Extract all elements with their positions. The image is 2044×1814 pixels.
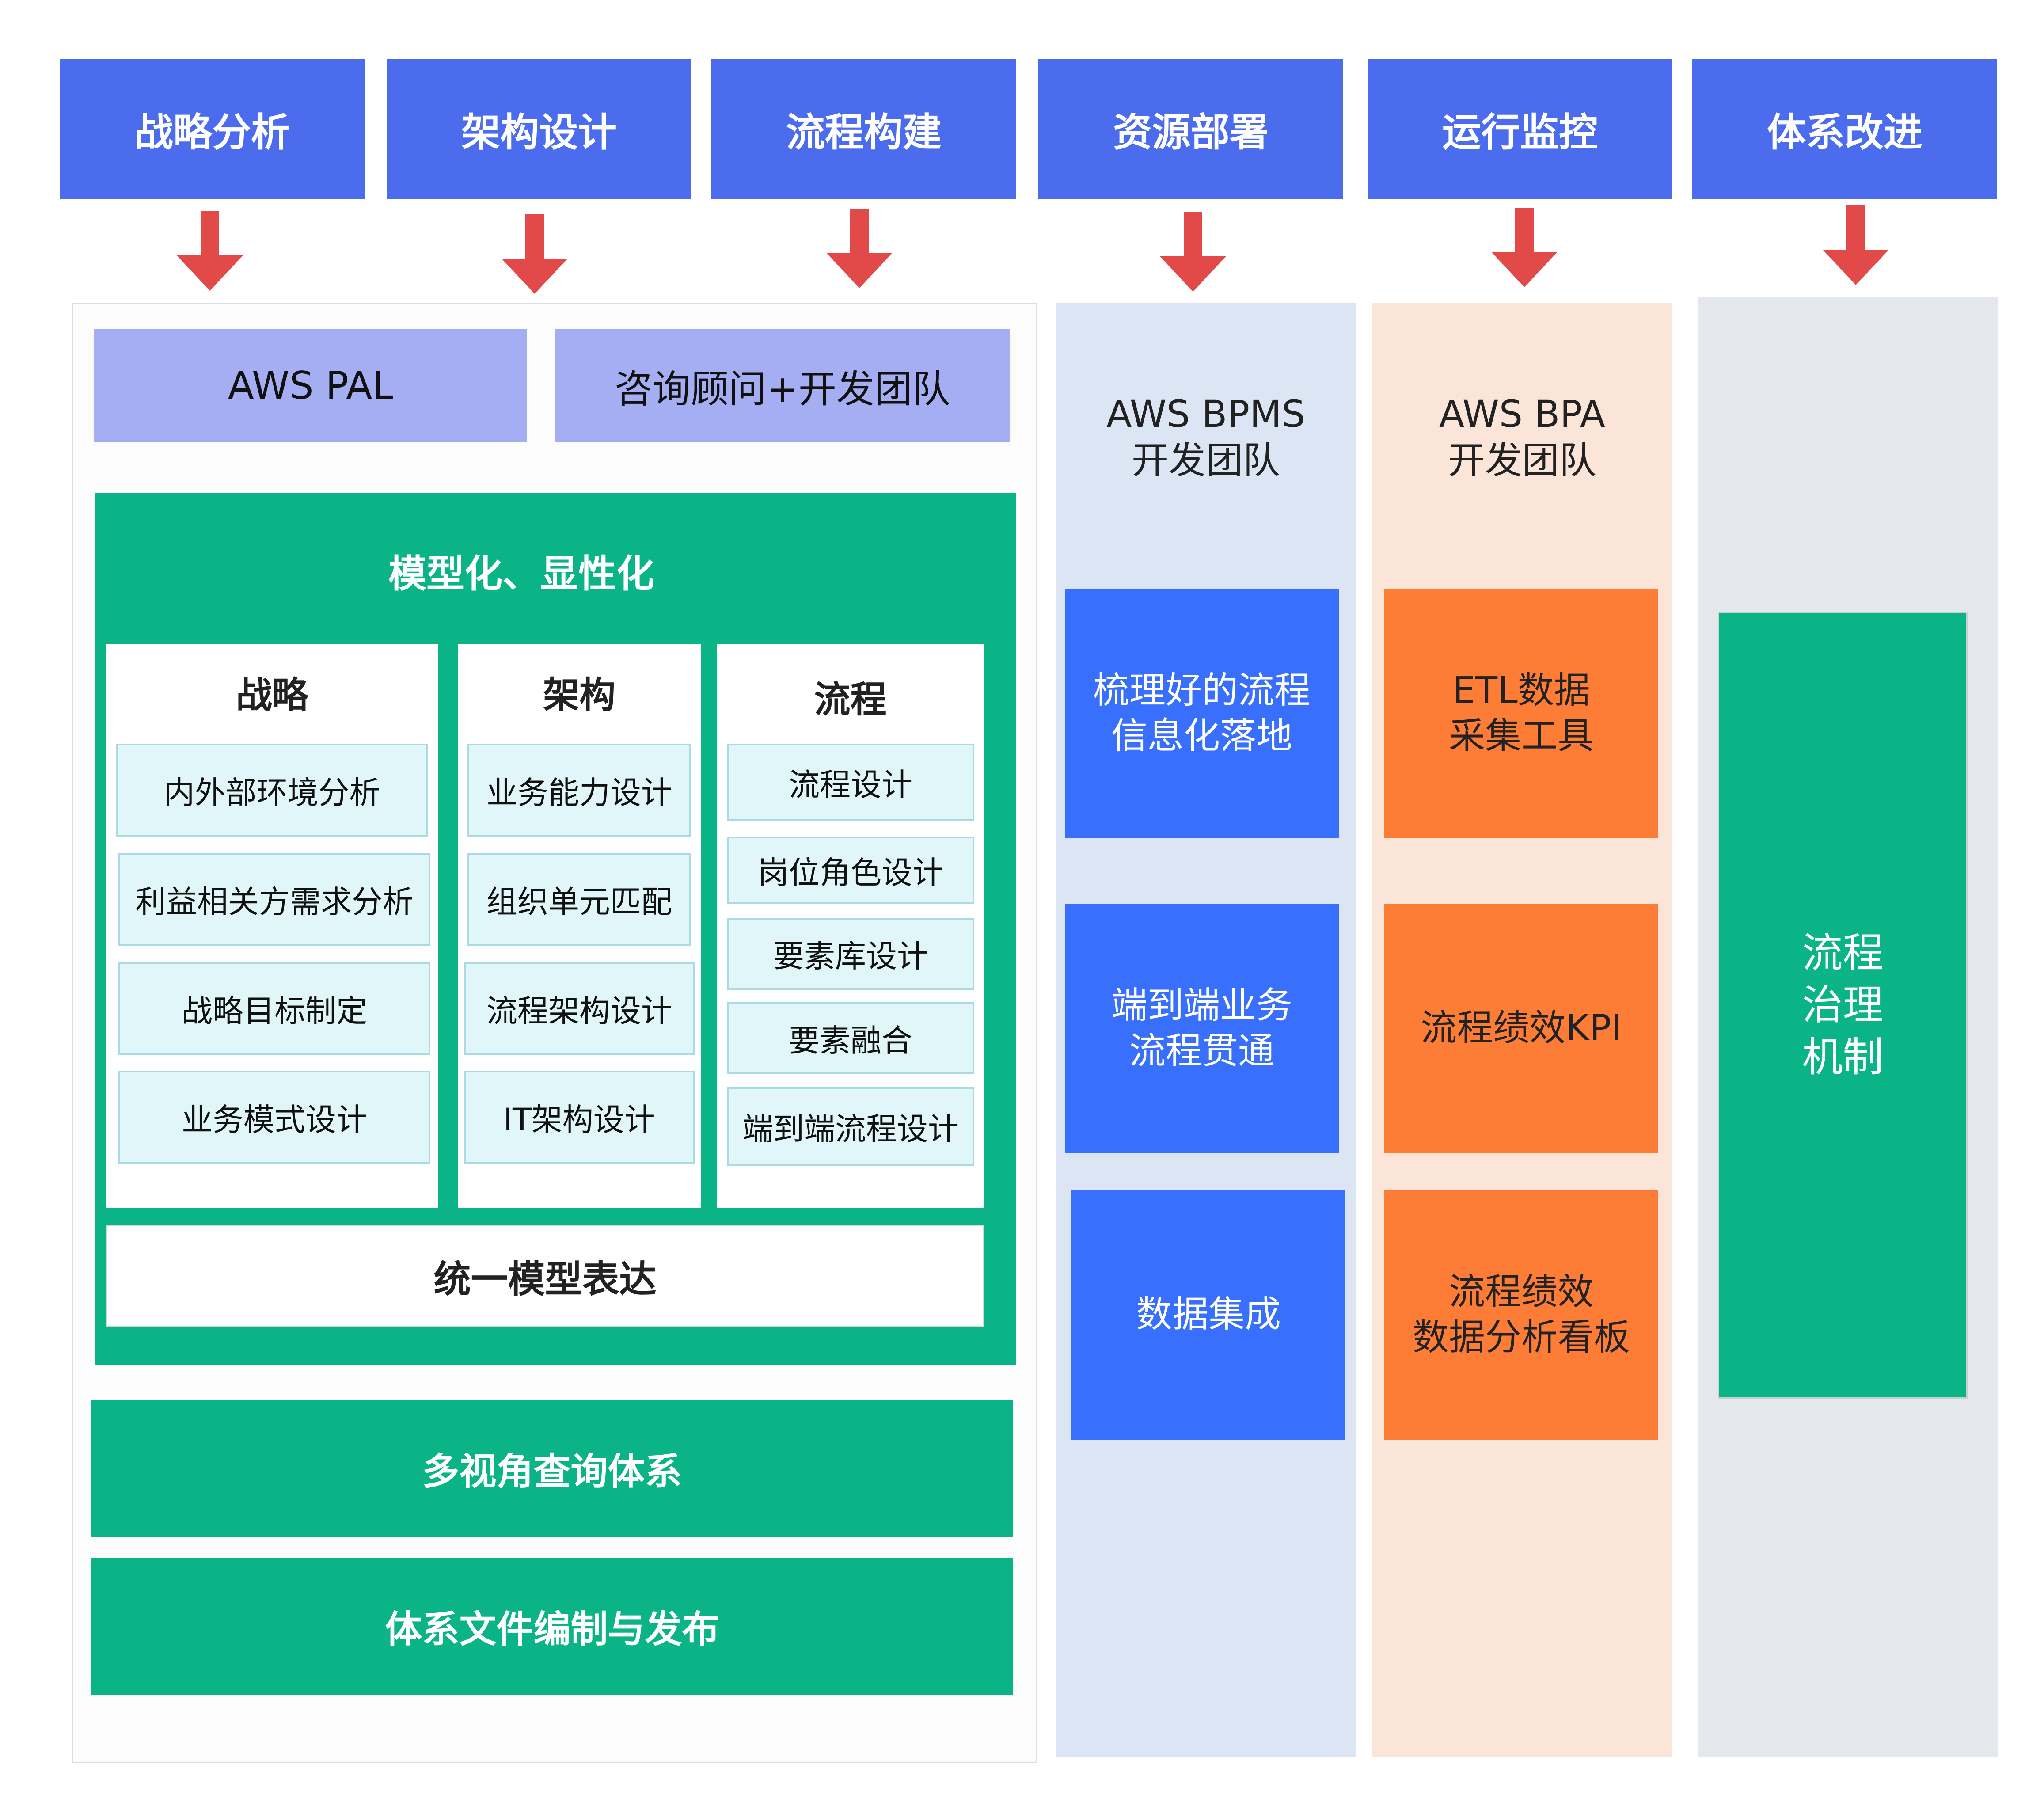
process-column-title: 流程 [814, 678, 887, 721]
down-arrow-icon [1823, 205, 1889, 285]
architecture-item-org-unit: 组织单元匹配 [467, 853, 691, 946]
header-system-improve: 体系改进 [1692, 59, 1997, 199]
architecture-column-title: 架构 [543, 674, 615, 716]
bpa-box-kpi-dashboard: 流程绩效 数据分析看板 [1384, 1190, 1658, 1440]
strategy-item-goal-setting: 战略目标制定 [118, 962, 430, 1055]
down-arrow-icon [1491, 208, 1558, 287]
down-arrow-icon [1160, 212, 1226, 292]
down-arrow-icon [826, 209, 893, 288]
unified-model-box: 统一模型表达 [106, 1225, 984, 1327]
strategy-item-env-analysis: 内外部环境分析 [116, 744, 428, 837]
process-item-end-to-end: 端到端流程设计 [727, 1087, 974, 1166]
header-strategy-analysis: 战略分析 [60, 59, 365, 199]
process-item-element-fusion: 要素融合 [727, 1002, 974, 1074]
bpms-box-data-integration: 数据集成 [1071, 1190, 1345, 1440]
governance-mechanism-box: 流程 治理 机制 [1718, 612, 1968, 1399]
strategy-item-business-model: 业务模式设计 [118, 1071, 430, 1164]
header-process-build: 流程构建 [711, 59, 1016, 199]
strategy-item-stakeholder-analysis: 利益相关方需求分析 [118, 853, 430, 946]
bpa-team-label: AWS BPA 开发团队 [1439, 392, 1606, 482]
doc-publish-box: 体系文件编制与发布 [91, 1558, 1013, 1695]
bpa-box-etl-tool: ETL数据 采集工具 [1384, 589, 1658, 838]
multi-view-query-box: 多视角查询体系 [91, 1400, 1013, 1537]
consulting-team-box: 咨询顾问+开发团队 [555, 329, 1010, 442]
process-item-process-design: 流程设计 [727, 744, 974, 821]
header-operation-monitor: 运行监控 [1368, 59, 1672, 199]
bpms-box-process-implementation: 梳理好的流程 信息化落地 [1065, 589, 1339, 838]
architecture-item-capability: 业务能力设计 [467, 744, 691, 837]
header-resource-deploy: 资源部署 [1038, 59, 1343, 199]
bpms-team-label: AWS BPMS 开发团队 [1106, 392, 1306, 482]
bpa-box-process-kpi: 流程绩效KPI [1384, 904, 1658, 1153]
architecture-item-process-architecture: 流程架构设计 [464, 962, 695, 1055]
bpms-box-end-to-end: 端到端业务 流程贯通 [1065, 904, 1339, 1153]
down-arrow-icon [177, 211, 243, 291]
modeling-title: 模型化、显性化 [388, 551, 654, 596]
header-architecture-design: 架构设计 [387, 59, 691, 199]
architecture-item-it-architecture: IT架构设计 [464, 1071, 695, 1164]
strategy-column-title: 战略 [236, 674, 308, 716]
down-arrow-icon [502, 214, 568, 294]
process-item-role-design: 岗位角色设计 [727, 837, 974, 904]
process-item-element-library: 要素库设计 [727, 918, 974, 990]
aws-pal-box: AWS PAL [94, 329, 527, 442]
